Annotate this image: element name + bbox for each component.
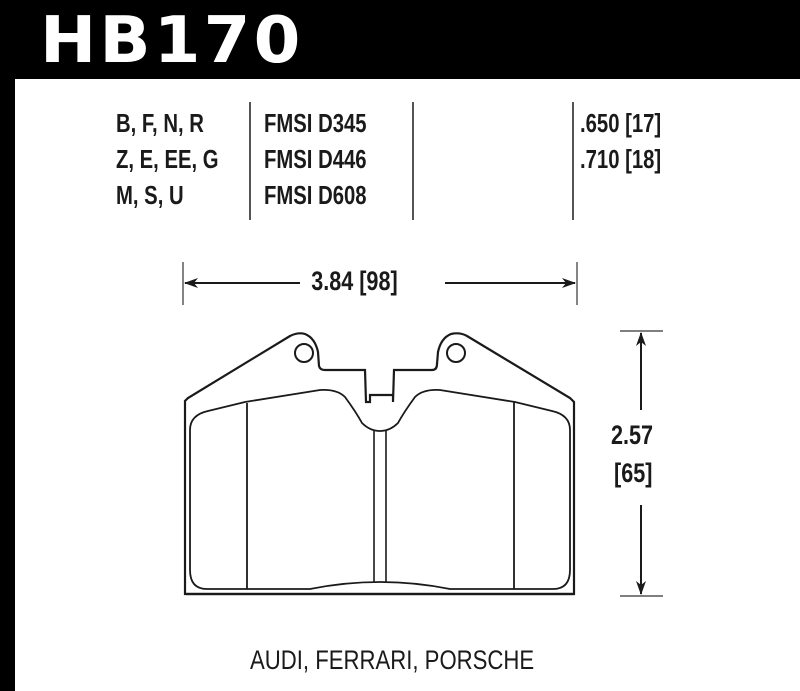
compound-row: Z, E, EE, G	[116, 144, 219, 174]
compound-row: B, F, N, R	[116, 108, 204, 138]
header-bar	[0, 0, 800, 79]
mounting-hole-left	[294, 343, 314, 363]
column-divider	[412, 102, 414, 220]
width-dimension	[182, 262, 578, 305]
fmsi-list: FMSI D345 FMSI D446 FMSI D608	[264, 105, 367, 213]
height-dimension	[620, 330, 663, 597]
part-number-title: HB170	[40, 4, 304, 78]
mounting-hole-right	[446, 343, 466, 363]
thickness-row: .650 [17]	[580, 108, 662, 138]
column-divider	[572, 102, 574, 220]
fmsi-row: FMSI D345	[264, 108, 367, 138]
compound-row: M, S, U	[116, 180, 184, 210]
height-dimension-label-in: 2.57	[611, 420, 654, 451]
fmsi-row: FMSI D446	[264, 144, 367, 174]
backing-plate-outline	[183, 332, 576, 596]
left-frame-bar	[0, 0, 15, 691]
vehicle-applications: AUDI, FERRARI, PORSCHE	[250, 645, 535, 675]
height-dimension-label-mm: [65]	[614, 458, 653, 489]
thickness-row: .710 [18]	[580, 144, 662, 174]
fmsi-row: FMSI D608	[264, 180, 367, 210]
compound-list: B, F, N, R Z, E, EE, G M, S, U	[116, 105, 219, 213]
column-divider	[249, 102, 251, 220]
friction-material-outline	[189, 388, 571, 590]
width-dimension-label: 3.84 [98]	[308, 266, 401, 297]
thickness-list: .650 [17] .710 [18]	[580, 105, 661, 177]
